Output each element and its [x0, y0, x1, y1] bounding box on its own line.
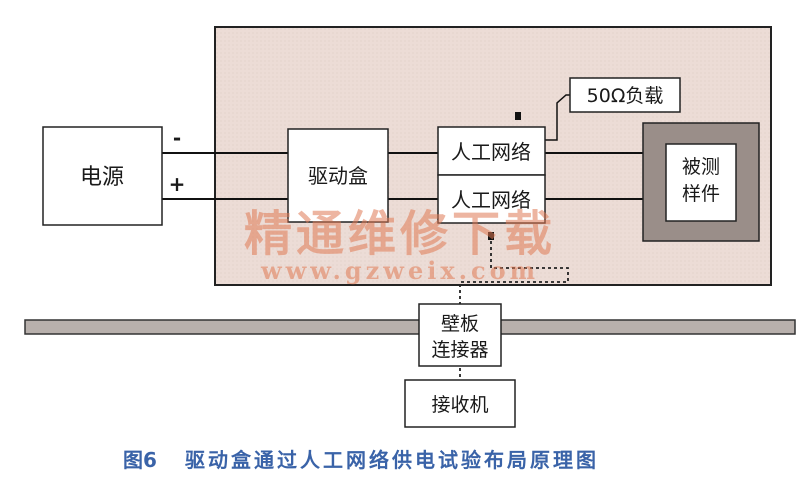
dut-box [665, 143, 737, 222]
network-terminal-bottom [488, 232, 494, 240]
figure-number: 图6 [123, 448, 157, 472]
receiver-box [404, 379, 516, 428]
receiver-label: 接收机 [431, 394, 488, 416]
load-box [569, 77, 681, 113]
power-supply-label: 电源 [80, 165, 124, 190]
wall-connector-line2: 连接器 [431, 339, 488, 361]
minus-terminal-sign: - [173, 126, 181, 150]
drive-box [287, 128, 389, 223]
load-label: 50Ω负载 [587, 85, 664, 107]
wall-panel-bar [24, 319, 796, 335]
watermark-text: 精通维修下载 [244, 206, 556, 262]
artificial-network-bottom-label: 人工网络 [451, 188, 531, 212]
power-supply-box [42, 126, 163, 226]
artificial-network-top [437, 126, 546, 176]
watermark-url: www.gzweix.com [260, 256, 539, 285]
network-terminal-top [515, 112, 521, 120]
receiver-cable [459, 235, 569, 380]
dut-label-line2: 样件 [682, 183, 720, 205]
drive-box-label: 驱动盒 [308, 164, 368, 188]
plus-terminal-sign: + [169, 172, 186, 196]
dut-label-line1: 被测 [682, 156, 720, 178]
artificial-network-bottom [437, 174, 546, 224]
artificial-network-top-label: 人工网络 [451, 140, 531, 164]
figure-caption: 驱动盒通过人工网络供电试验布局原理图 [185, 448, 599, 472]
wall-connector-box [418, 303, 502, 367]
load-connection [545, 94, 570, 141]
wall-connector-line1: 壁板 [441, 313, 479, 335]
